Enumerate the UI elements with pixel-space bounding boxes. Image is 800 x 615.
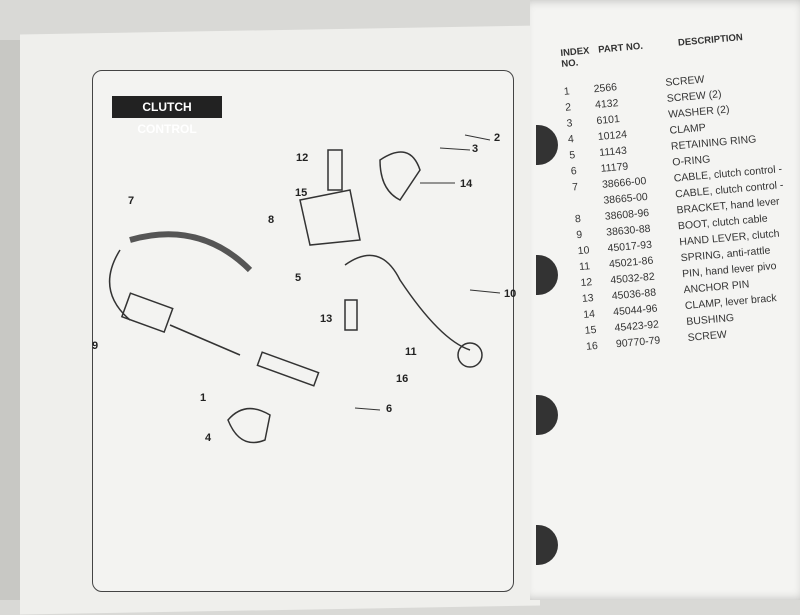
callout-14: 14 [460, 178, 473, 190]
callout-7: 7 [128, 195, 135, 207]
callout-9: 9 [92, 340, 99, 352]
callout-1: 1 [200, 392, 207, 404]
bracket [299, 189, 361, 246]
callout-10: 10 [504, 288, 517, 300]
callout-5: 5 [295, 272, 302, 284]
diagram-title: CLUTCH CONTROL [112, 96, 222, 136]
binder-hole [536, 525, 558, 565]
adjuster [169, 324, 241, 356]
callout-3: 3 [472, 143, 479, 155]
binder-hole [536, 125, 558, 165]
callout-13: 13 [320, 313, 333, 325]
callout-6: 6 [386, 403, 393, 415]
callout-12: 12 [296, 152, 309, 164]
callout-11: 11 [405, 346, 417, 358]
callout-2: 2 [494, 132, 501, 144]
lever-ball [457, 342, 483, 368]
boot [120, 292, 174, 334]
cable-lower [108, 249, 131, 321]
right-page [530, 0, 800, 600]
lever [344, 254, 471, 351]
cable [129, 231, 253, 273]
callout-15: 15 [295, 187, 308, 199]
cable-end [256, 351, 320, 387]
pin [327, 149, 343, 191]
clamp-lower [227, 407, 271, 444]
clutch-diagram [108, 134, 501, 444]
callout-4: 4 [205, 432, 212, 444]
header-part: PART NO. [597, 40, 644, 56]
callout-8: 8 [268, 214, 275, 226]
binder-hole [536, 255, 558, 295]
cell-index: 16 [585, 339, 599, 353]
header-index: INDEX NO. [560, 45, 590, 70]
callout-16: 16 [396, 373, 409, 385]
cell-description: SCREW [687, 328, 728, 344]
bushing [344, 299, 358, 331]
clamp [379, 151, 421, 201]
binder-hole [536, 395, 558, 435]
header-description: DESCRIPTION [677, 32, 744, 49]
